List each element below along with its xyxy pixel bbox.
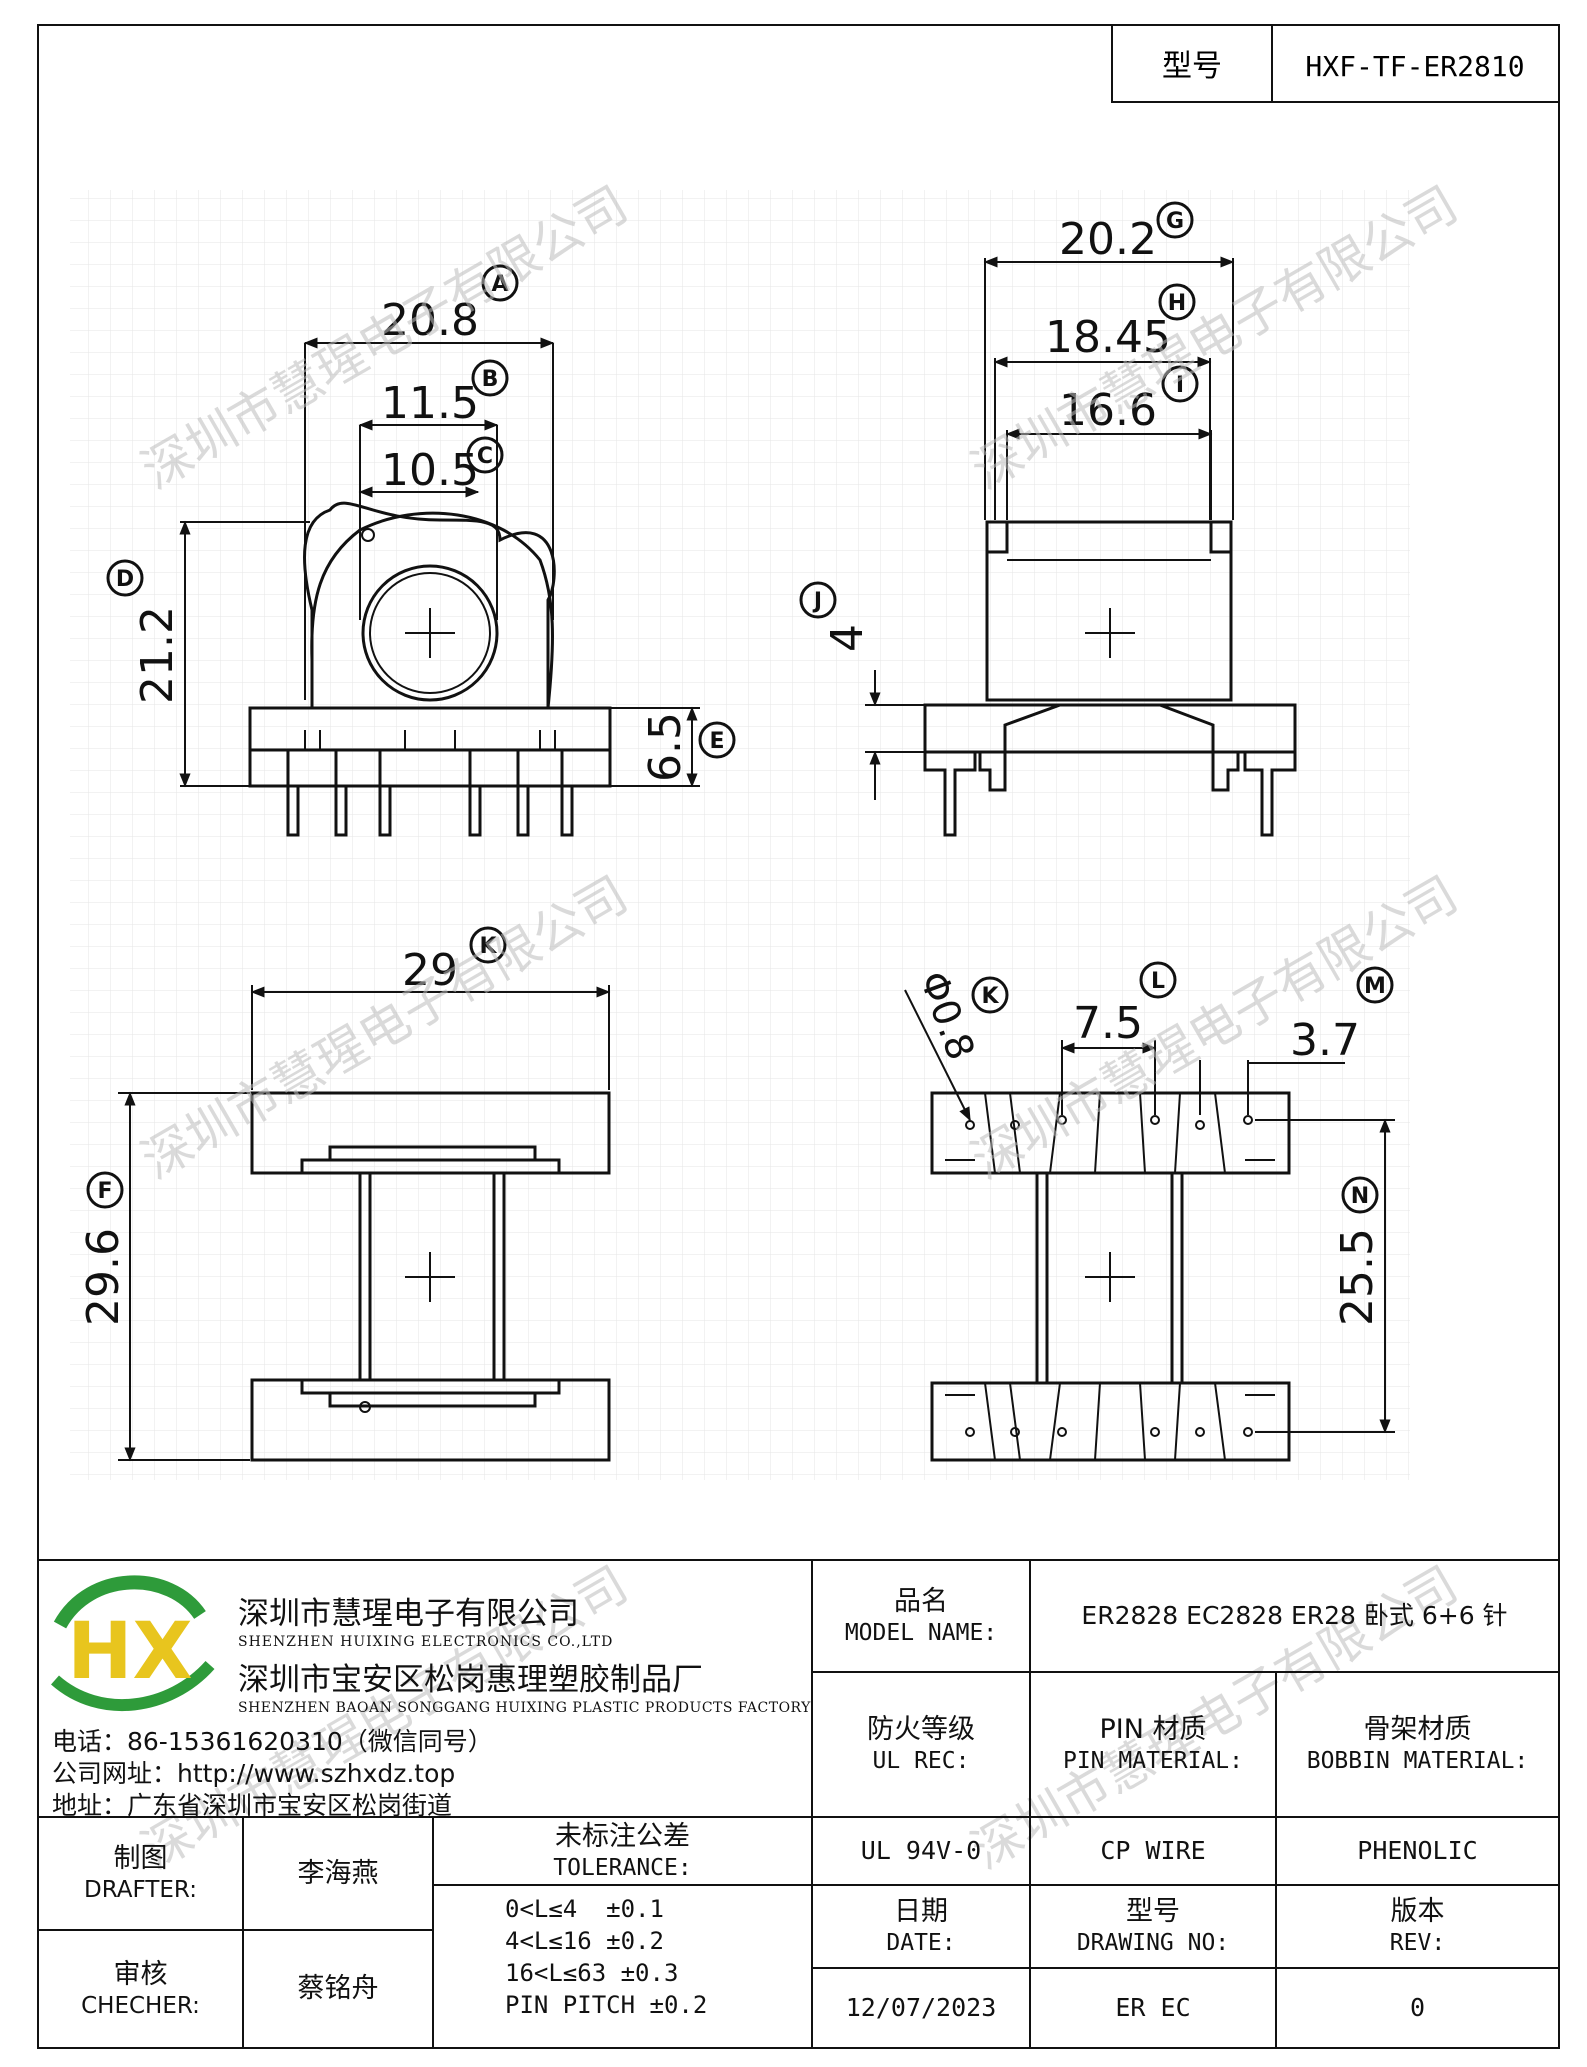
fire-rating-label-cn: 防火等级 [867,1714,975,1746]
marker-K-bottom: K [981,984,999,1009]
dim-G: 20.2 [1059,214,1157,265]
marker-E: E [709,729,724,754]
date-label-cn: 日期 [894,1896,948,1928]
tolerance-list: 0<L≤4 ±0.1 4<L≤16 ±0.2 16<L≤63 ±0.3 PIN … [505,1893,805,2043]
factory-name-en: SHENZHEN BAOAN SONGGANG HUIXING PLASTIC … [238,1700,811,1716]
drafter-label-cn: 制图 [113,1843,168,1875]
tolerance-label-cn: 未标注公差 [555,1820,690,1852]
marker-J: J [812,589,822,614]
dim-H: 18.45 [1045,312,1171,363]
drawing-no-label-cn: 型号 [1126,1896,1180,1928]
rev-label-en: REV: [1389,1930,1446,1956]
date-value: 12/07/2023 [845,1993,997,2023]
bobbin-material-label: 骨架材质 BOBBIN MATERIAL: [1276,1672,1559,1817]
checker-label: 审核 CHECHER: [38,1930,243,2048]
logo-text: HX [67,1607,192,1697]
dim-K: 29 [402,945,458,996]
date-label: 日期 DATE: [812,1885,1030,1968]
factory-name-cn: 深圳市宝安区松岗惠理塑胶制品厂 [238,1662,703,1698]
drafter-value: 李海燕 [297,1857,379,1889]
checker-label-cn: 审核 [113,1958,168,1990]
side-dimensions [865,256,1235,800]
drafter-label: 制图 DRAFTER: [38,1817,243,1930]
dim-M: 3.7 [1290,1015,1360,1066]
marker-H: H [1168,291,1186,316]
bobbin-material-value: PHENOLIC [1357,1836,1478,1866]
rev-value: 0 [1409,1993,1426,2023]
outer-frame [37,24,1560,2049]
date-label-en: DATE: [886,1930,956,1956]
pin-material-label: PIN 材质 PIN MATERIAL: [1030,1672,1276,1817]
dim-B: 11.5 [381,378,479,429]
front-dimensions [179,337,700,788]
marker-M: M [1364,974,1386,999]
tolerance-label: 未标注公差 TOLERANCE: [433,1817,812,1885]
marker-circles [86,201,1394,1214]
front-view [248,501,612,837]
marker-K: K [479,934,497,959]
dim-D: 21.2 [132,606,183,704]
company-website: 公司网址：http://www.szhxdz.top [52,1759,456,1788]
dim-J: 4 [822,624,873,652]
checker-value: 蔡铭舟 [297,1973,379,2005]
dim-I: 16.6 [1059,385,1157,436]
drafter-label-en: DRAFTER: [84,1877,197,1903]
marker-D: D [116,567,134,592]
pin-material-label-en: PIN MATERIAL: [1062,1748,1243,1774]
company-logo: HX [51,1575,215,1712]
product-name-label-en: MODEL NAME: [844,1619,998,1646]
top-dimensions [118,985,611,1462]
marker-C: C [477,444,493,469]
rev-label-cn: 版本 [1390,1896,1445,1928]
rev-label: 版本 REV: [1276,1885,1559,1968]
tolerance-line: 4<L≤16 ±0.2 [505,1927,664,1955]
marker-I: I [1176,373,1184,398]
bobbin-material-label-cn: 骨架材质 [1363,1714,1472,1746]
top-view [250,1091,611,1462]
dim-N: 25.5 [1332,1228,1383,1326]
product-name-label: 品名 MODEL NAME: [812,1560,1030,1672]
title-block-lines [38,1559,1559,2048]
checker-label-en: CHECHER: [81,1992,200,2019]
marker-L: L [1151,969,1165,994]
dim-L: 7.5 [1073,998,1143,1049]
company-address: 地址：广东省深圳市宝安区松岗街道 [52,1791,453,1820]
tolerance-line: 16<L≤63 ±0.3 [505,1959,679,1987]
company-name-en: SHENZHEN HUIXING ELECTRONICS CO.,LTD [238,1634,614,1650]
fire-rating-label: 防火等级 UL REC: [812,1672,1030,1817]
dim-A: 20.8 [381,295,479,346]
bottom-dimensions [904,989,1395,1434]
product-name-label-cn: 品名 [894,1585,948,1617]
marker-A: A [491,272,508,297]
bottom-view [930,1091,1291,1462]
pin-material-value: CP WIRE [1100,1836,1206,1866]
header-model-box [1111,24,1560,103]
marker-letters: A B C D E G H I J K F K L M N [97,209,1385,1209]
bobbin-material-label-en: BOBBIN MATERIAL: [1306,1748,1529,1774]
company-name-cn: 深圳市慧瑆电子有限公司 [238,1596,579,1632]
marker-F: F [97,1179,112,1204]
tolerance-line: 0<L≤4 ±0.1 [505,1895,664,1923]
header-model-label: 型号 [1162,49,1222,84]
header-model-value: HXF-TF-ER2810 [1305,50,1524,83]
tolerance-line: PIN PITCH ±0.2 [505,1991,708,2019]
fire-rating-value: UL 94V-0 [860,1836,982,1866]
drawing-no-value: ER EC [1115,1993,1191,2023]
company-phone: 电话：86-15361620310（微信同号） [52,1727,493,1756]
pin-material-label-cn: PIN 材质 [1099,1714,1207,1746]
marker-G: G [1166,209,1184,234]
tolerance-label-en: TOLERANCE: [553,1854,692,1881]
product-name-value: ER2828 EC2828 ER28 卧式 6+6 针 [1081,1601,1508,1631]
side-view [923,520,1297,837]
drawing-no-label: 型号 DRAWING NO: [1030,1885,1276,1968]
dim-F: 29.6 [78,1228,129,1326]
marker-B: B [482,367,499,392]
drawing-no-label-en: DRAWING NO: [1076,1930,1230,1956]
marker-N: N [1351,1184,1369,1209]
dim-C: 10.5 [381,445,479,496]
dim-E: 6.5 [640,712,691,782]
fire-rating-label-en: UL REC: [872,1748,970,1774]
